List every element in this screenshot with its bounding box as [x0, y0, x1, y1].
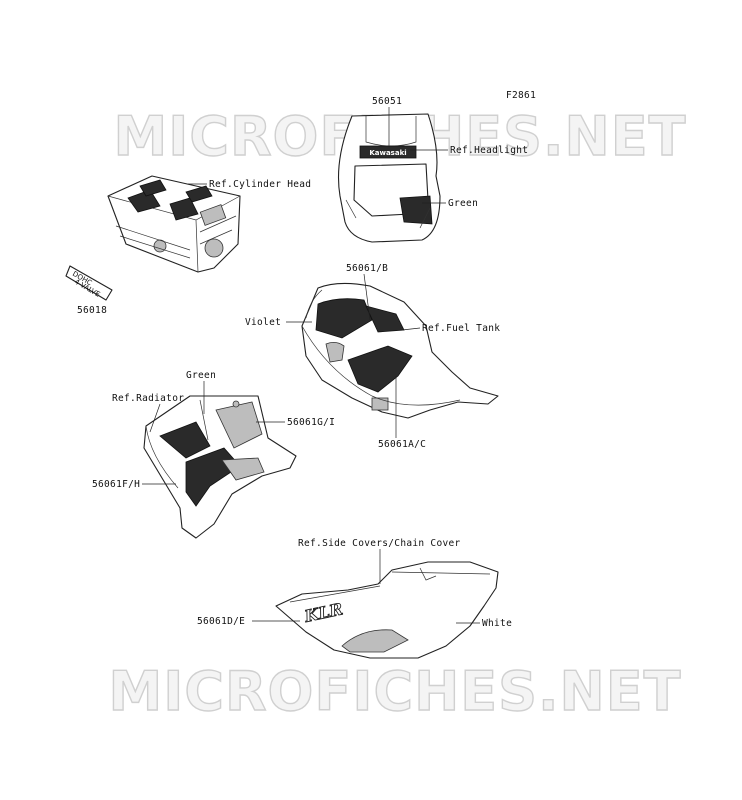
label-56061-ac: 56061A/C [378, 439, 426, 450]
label-radiator-green: Green [186, 370, 216, 381]
figure-code: F2861 [506, 90, 536, 101]
label-56018: 56018 [77, 305, 107, 316]
label-56061-b: 56061/B [346, 263, 388, 274]
label-ref-side-covers: Ref.Side Covers/Chain Cover [298, 538, 461, 549]
cylinder-head [107, 175, 241, 273]
watermark-bottom: MICROFICHES.NET [109, 660, 682, 723]
label-violet: Violet [245, 317, 281, 328]
label-56051: 56051 [372, 96, 402, 107]
label-ref-fuel-tank: Ref.Fuel Tank [422, 323, 500, 334]
label-56061-fh: 56061F/H [92, 479, 140, 490]
dohc-emblem: DOHC 4-VALVE [65, 265, 113, 301]
headlight-brand-plate [359, 145, 417, 159]
headlight-brand-text: Kawasaki [369, 149, 406, 157]
label-ref-radiator: Ref.Radiator [112, 393, 184, 404]
label-ref-headlight: Ref.Headlight [450, 145, 528, 156]
fuel-tank [301, 282, 499, 419]
radiator-shroud [143, 395, 297, 539]
headlight-cowl: Kawasaki [338, 113, 441, 243]
side-cover: KLR [275, 561, 499, 659]
label-white: White [482, 618, 512, 629]
label-56061-de: 56061D/E [197, 616, 245, 627]
label-ref-cylinder-head: Ref.Cylinder Head [209, 179, 311, 190]
label-headlight-green: Green [448, 198, 478, 209]
label-56061-gi: 56061G/I [287, 417, 335, 428]
